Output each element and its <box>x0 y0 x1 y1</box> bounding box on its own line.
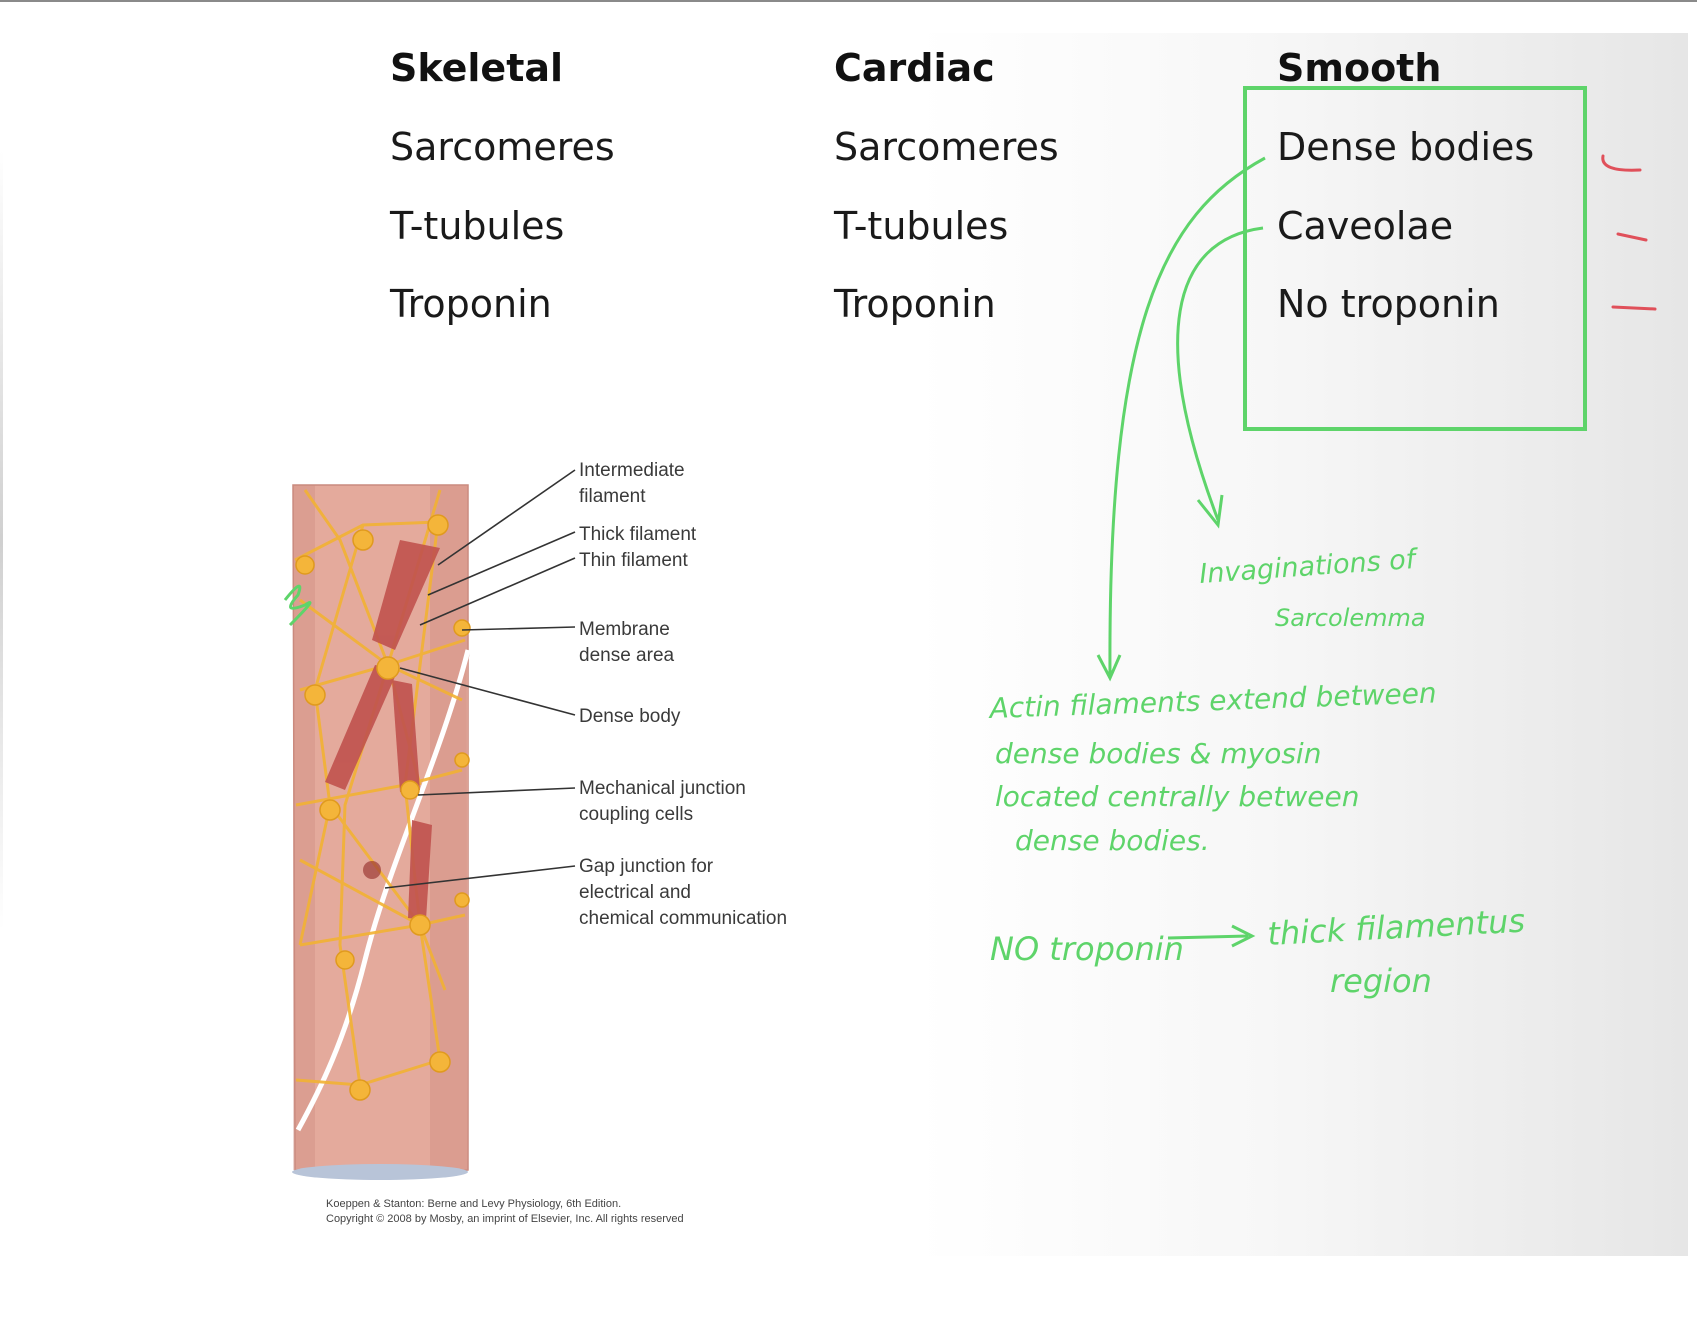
cell-base <box>292 1164 468 1180</box>
slide-background <box>285 33 1688 1256</box>
handwritten-annotations: Invaginations of Sarcolemma Actin filame… <box>987 86 1587 1000</box>
skeletal-item: Sarcomeres <box>390 125 615 169</box>
note-actin-3: located centrally between <box>995 780 1359 813</box>
note-thick-filament: thick filamentus <box>1266 902 1525 953</box>
smooth-item: No troponin <box>1277 282 1500 326</box>
cardiac-item: T-tubules <box>834 204 1009 248</box>
smooth-muscle-diagram: Intermediate filament Thick filament Thi… <box>283 460 787 1225</box>
note-no-troponin: NO troponin <box>990 930 1184 968</box>
heading-smooth: Smooth <box>1277 46 1442 90</box>
note-sarcolemma: Sarcolemma <box>1275 604 1426 632</box>
figure-copyright: Copyright © 2008 by Mosby, an imprint of… <box>326 1213 684 1225</box>
label-thick-filament: Thick filament <box>579 524 697 545</box>
label-dense-body: Dense body <box>579 706 681 727</box>
label-mechanical-junction: Mechanical junction <box>579 778 746 799</box>
dense-bodies-arrow <box>1108 156 1266 676</box>
heading-cardiac: Cardiac <box>834 46 995 90</box>
label-intermediate-filament-2: filament <box>579 486 646 507</box>
muscle-cell-right <box>466 650 470 1170</box>
cardiac-item: Sarcomeres <box>834 125 1059 169</box>
note-invaginations: Invaginations of <box>1198 544 1419 590</box>
smooth-item: Caveolae <box>1277 204 1454 248</box>
label-thin-filament: Thin filament <box>579 550 688 571</box>
top-border <box>0 0 1697 2</box>
label-membrane-dense-area-2: dense area <box>579 645 675 666</box>
cell-junction-gap <box>295 649 471 1132</box>
smooth-highlight-box <box>1243 86 1587 431</box>
figure-credit: Koeppen & Stanton: Berne and Levy Physio… <box>326 1198 621 1210</box>
skeletal-item: Troponin <box>390 282 552 326</box>
red-check-marks <box>1601 154 1657 311</box>
caveolae-arrow <box>1176 226 1264 521</box>
smooth-item: Dense bodies <box>1277 125 1535 169</box>
cardiac-item: Troponin <box>834 282 996 326</box>
red-mark <box>1601 154 1642 172</box>
left-edge-shadow <box>0 150 3 930</box>
label-gap-junction: Gap junction for <box>579 856 714 877</box>
label-mechanical-junction-2: coupling cells <box>579 804 693 825</box>
label-gap-junction-2: electrical and <box>579 882 691 903</box>
note-region: region <box>1330 962 1432 1000</box>
red-mark <box>1611 305 1657 311</box>
label-gap-junction-3: chemical communication <box>579 908 787 929</box>
troponin-arrow <box>1167 934 1249 940</box>
heading-skeletal: Skeletal <box>390 46 564 90</box>
green-scribble <box>283 584 312 627</box>
note-actin-1: Actin filaments extend between <box>987 676 1437 725</box>
label-membrane-dense-area: Membrane <box>579 619 670 640</box>
note-actin-4: dense bodies. <box>1015 824 1210 857</box>
skeletal-item: T-tubules <box>390 204 565 248</box>
label-intermediate-filament: Intermediate <box>579 460 685 481</box>
gap-junction-spot <box>363 861 381 879</box>
note-actin-2: dense bodies & myosin <box>995 737 1321 770</box>
red-mark <box>1616 232 1648 242</box>
